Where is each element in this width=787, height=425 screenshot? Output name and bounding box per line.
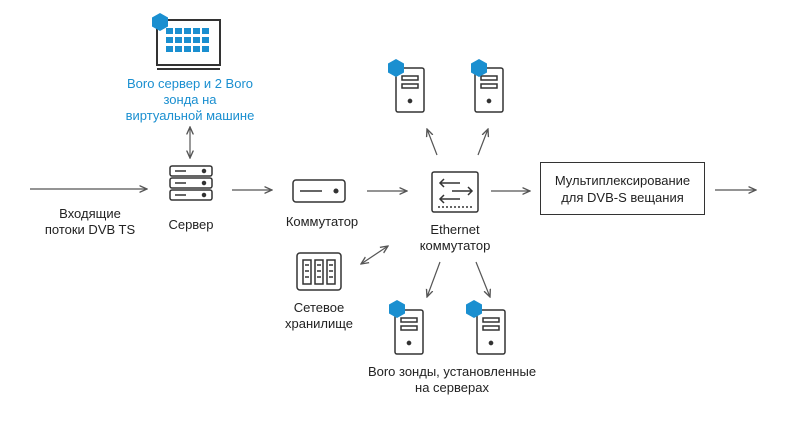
storage-label: Сетевое хранилище [279, 300, 359, 332]
incoming-label-line: потоки DVB TS [44, 222, 136, 237]
vm-label-line: зонда на [163, 92, 217, 107]
arrow-storage-ethernet [361, 246, 388, 264]
hexagon-badge-icon [388, 59, 404, 77]
ethernet-label-line: коммутатор [419, 238, 491, 253]
hexagon-badge-icon [152, 13, 168, 31]
arrow-ethernet-to-top-left [427, 129, 438, 156]
incoming-label: Входящие потоки DVB TS [30, 206, 150, 238]
ethernet-label-line: Ethernet [430, 222, 480, 237]
mux-label-line: Мультиплексирование [554, 172, 691, 188]
storage-array-icon [296, 252, 342, 291]
ethernet-switch-icon [431, 171, 479, 213]
switch-label: Коммутатор [285, 214, 359, 229]
probes-label: Boro зонды, установленные на серверах [352, 364, 552, 396]
probes-label-line: Boro зонды, установленные [367, 364, 537, 379]
tower-server-icon [474, 67, 504, 113]
arrow-ethernet-to-bottom-right [475, 261, 490, 297]
network-switch-icon [292, 179, 346, 203]
arrow-ethernet-to-bottom-left [427, 261, 441, 297]
hexagon-badge-icon [466, 300, 482, 318]
storage-label-line: Сетевое [293, 300, 345, 315]
vm-label-line: виртуальной машине [125, 108, 255, 123]
mux-box: Мультиплексирование для DVB-S вещания [540, 162, 705, 215]
arrow-ethernet-to-top-right [477, 129, 488, 156]
tower-server-icon [476, 309, 506, 355]
rack-server-icon [169, 165, 213, 201]
tower-server-icon [395, 67, 425, 113]
ethernet-label: Ethernet коммутатор [400, 222, 510, 254]
storage-label-line: хранилище [284, 316, 354, 331]
hexagon-badge-icon [389, 300, 405, 318]
vm-label: Boro сервер и 2 Boro зонда на виртуально… [100, 76, 280, 124]
incoming-label-line: Входящие [59, 206, 121, 221]
probes-label-line: на серверах [415, 380, 489, 395]
monitor-grid-icon [156, 19, 221, 70]
tower-server-icon [394, 309, 424, 355]
mux-label-line: для DVB-S вещания [561, 189, 684, 205]
server-label: Сервер [168, 217, 214, 232]
vm-label-line: Boro сервер и 2 Boro [126, 76, 254, 91]
hexagon-badge-icon [471, 59, 487, 77]
